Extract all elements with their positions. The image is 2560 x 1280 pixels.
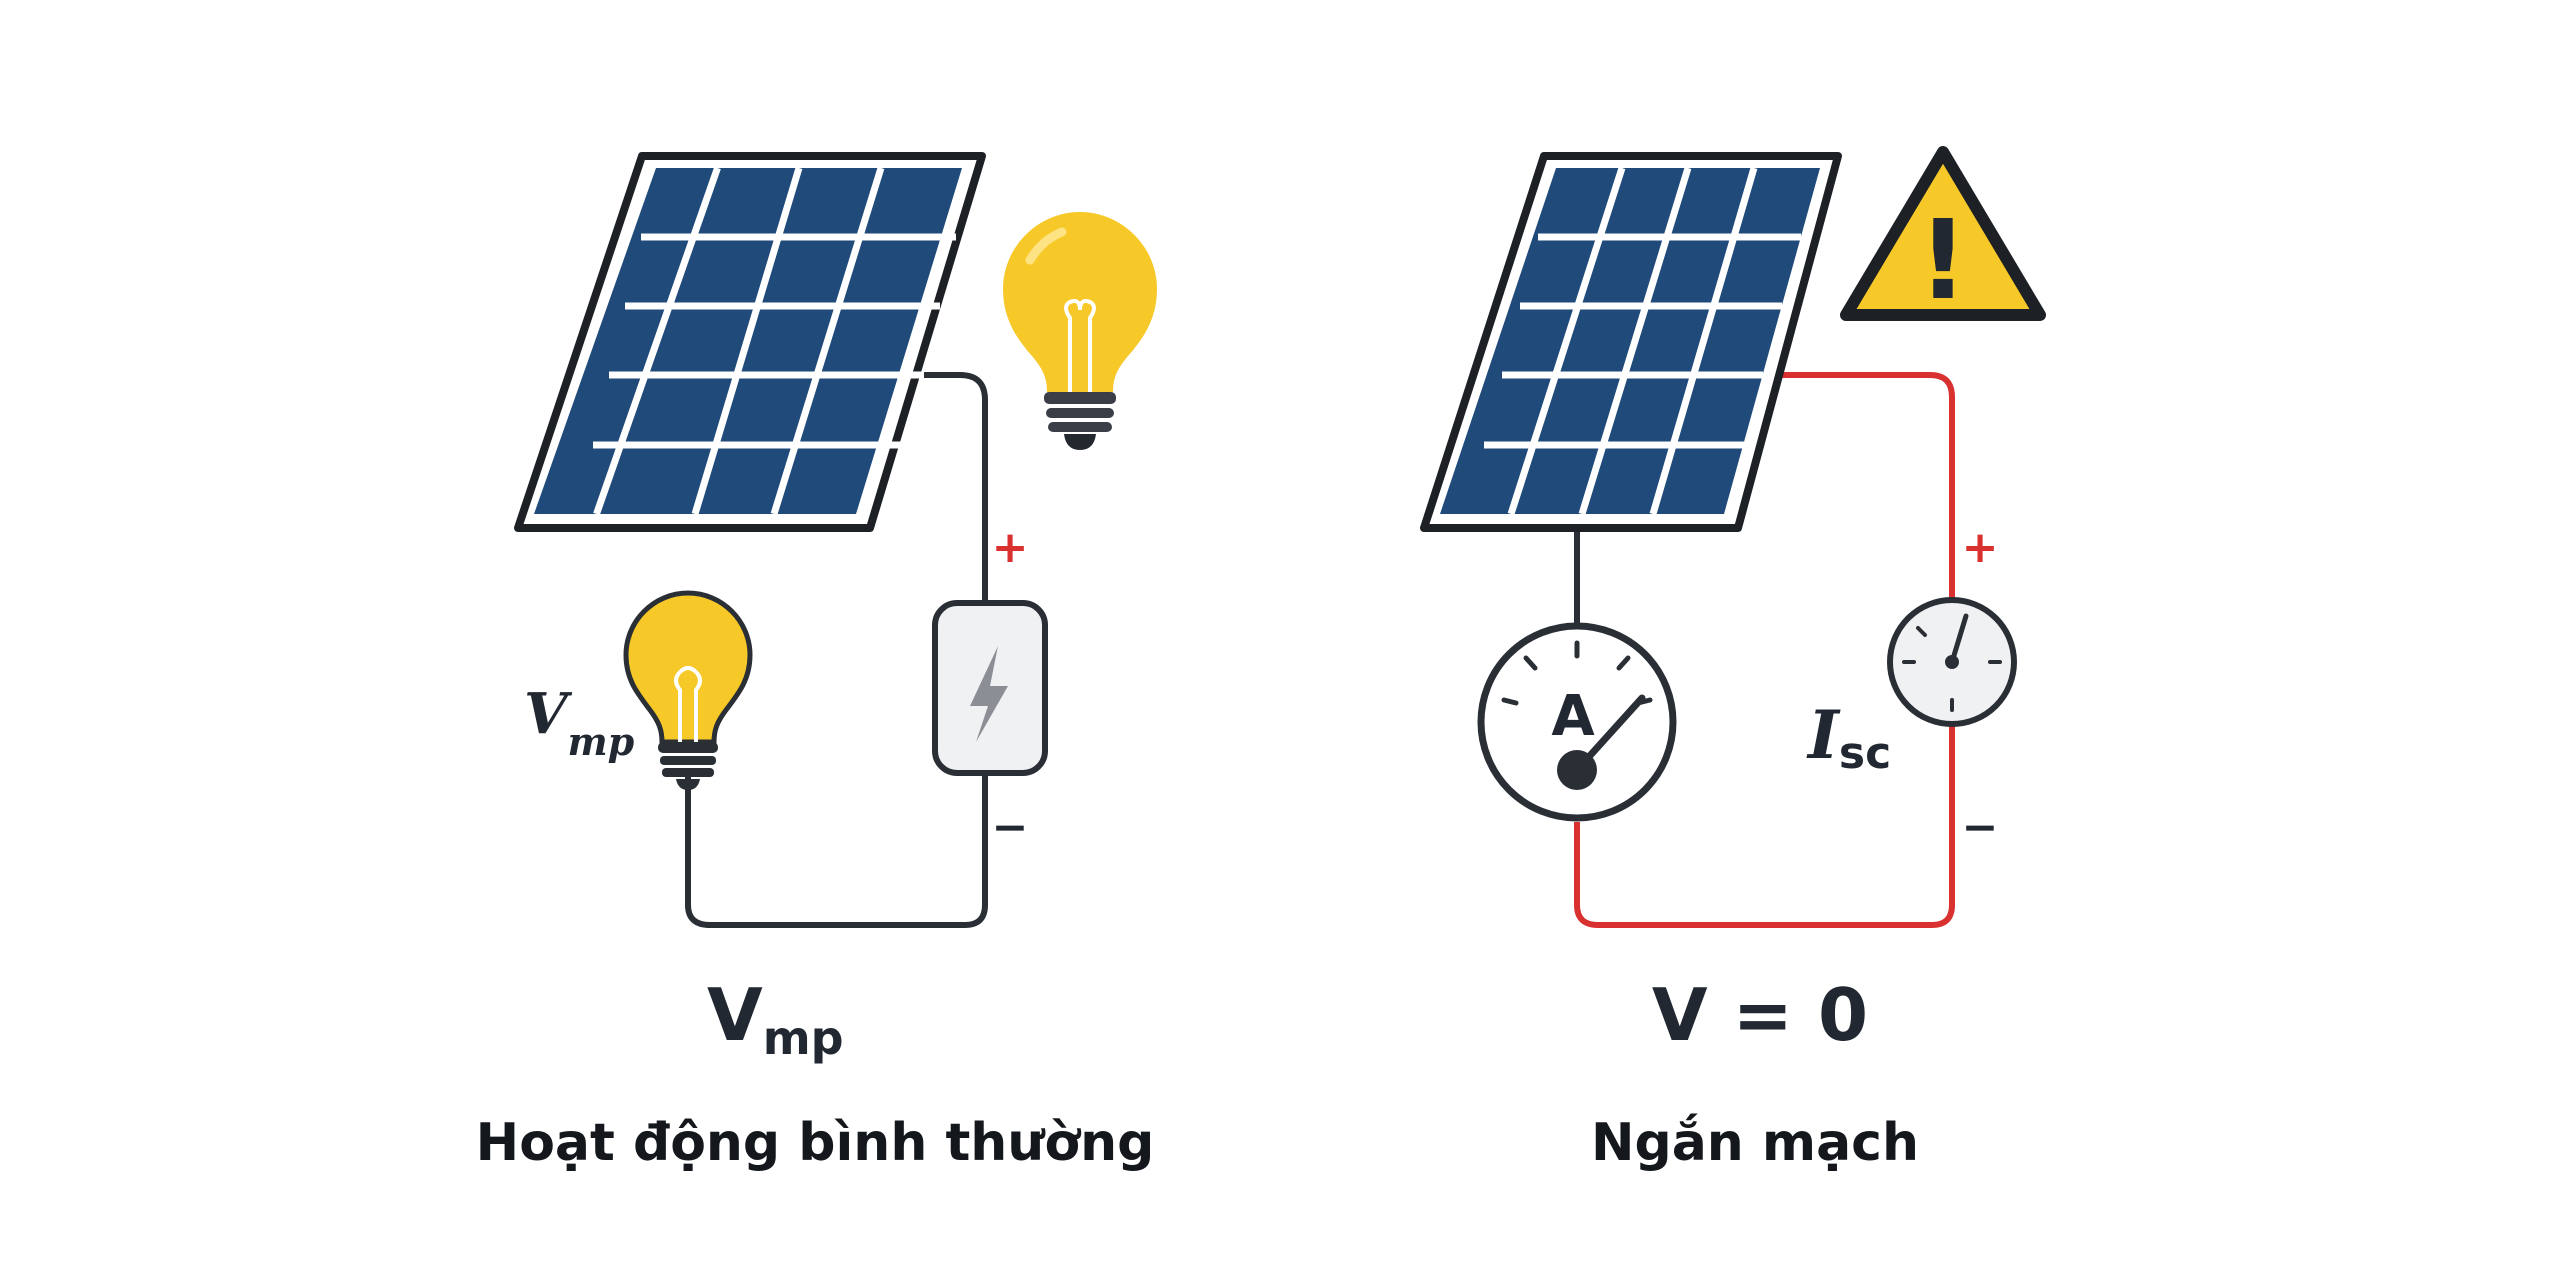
ammeter-letter: A	[1551, 684, 1595, 749]
short-circuit-caption: Ngắn mạch	[1591, 1113, 1919, 1173]
gauge-icon	[1887, 597, 2017, 727]
short-circuit-voltage-label: V = 0	[1652, 973, 1868, 1057]
left-minus-sign: −	[992, 802, 1029, 853]
warning-mark: !	[1918, 196, 1968, 324]
lightning-icon	[970, 646, 1008, 742]
warning-icon: !	[1840, 146, 2046, 324]
short-circuit-wire	[1574, 372, 1955, 928]
solar-panel-left	[514, 152, 986, 532]
normal-circuit-wire	[685, 372, 988, 928]
solar-panel-right	[1420, 152, 1842, 532]
left-plus-sign: +	[992, 522, 1029, 573]
normal-voltage-label: Vmp	[707, 973, 844, 1065]
ammeter-icon: A	[1477, 622, 1677, 822]
right-minus-sign: −	[1962, 802, 1999, 853]
battery-box	[932, 600, 1048, 776]
short-circuit-diagram: ! A	[1420, 146, 2046, 1173]
normal-operation-caption: Hoạt động bình thường	[476, 1113, 1155, 1173]
bulb-upper-icon	[1003, 212, 1157, 450]
bulb-voltage-main: V	[524, 681, 573, 747]
normal-voltage-main: V	[707, 973, 763, 1057]
bulb-voltage-sub: mp	[567, 719, 634, 764]
bulb-lower-icon	[623, 590, 753, 790]
current-main: I	[1806, 696, 1841, 774]
normal-operation-diagram: + − Vmp Vmp Hoạt độ	[476, 152, 1157, 1173]
right-plus-sign: +	[1962, 522, 1999, 573]
short-circuit-current-label: Isc	[1806, 696, 1891, 779]
bulb-voltage-label: Vmp	[524, 681, 635, 764]
normal-voltage-sub: mp	[763, 1011, 844, 1065]
current-sub: sc	[1839, 728, 1891, 779]
